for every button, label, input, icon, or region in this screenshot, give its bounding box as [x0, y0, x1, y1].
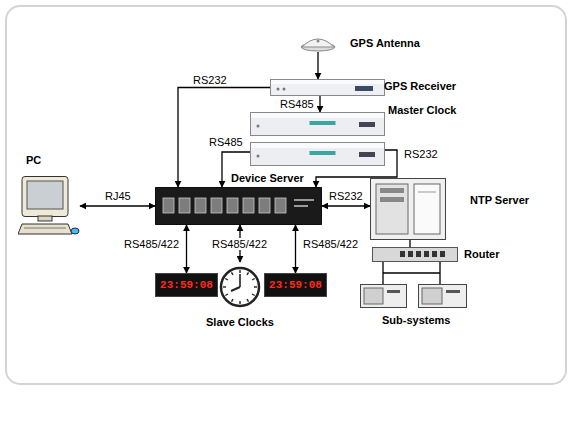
device-label: Sub-systems [382, 314, 450, 327]
master-clock-icon [250, 112, 385, 166]
interface-label: RS232 [403, 148, 439, 160]
interface-label: RS232 [192, 74, 228, 86]
interface-label: RS232 [328, 190, 364, 202]
receiver-icon [270, 79, 385, 96]
interface-label: RS485/422 [123, 238, 180, 250]
device-server-icon [155, 187, 322, 225]
device-server: Device Server [155, 187, 322, 225]
device-label: Master Clock [388, 104, 456, 117]
signal-link [322, 205, 370, 206]
device-label: Slave Clocks [206, 316, 274, 329]
signal-link [80, 205, 155, 206]
signal-link [295, 225, 296, 273]
device-label: NTP Server [470, 194, 529, 207]
device-label: Device Server [231, 172, 304, 185]
signal-link [409, 240, 410, 247]
ntp-server-icon [370, 178, 446, 240]
interface-label: RS485 [279, 98, 315, 110]
signal-link [186, 225, 187, 273]
device-label: GPS Receiver [384, 80, 456, 93]
router-wire [383, 272, 440, 273]
interface-label: RS485/422 [302, 238, 359, 250]
pc-icon [18, 176, 80, 238]
router: Router [372, 247, 458, 262]
ntp-server: NTP Server [370, 178, 446, 240]
subsystem-icon [358, 284, 470, 308]
signal-link [382, 262, 383, 284]
clock-reading: 23:59:08 [160, 279, 213, 292]
device-label: GPS Antenna [350, 37, 420, 50]
antenna: GPS Antenna [300, 36, 336, 52]
interface-label: RS485 [208, 136, 244, 148]
gps-receiver: GPS Receiver [270, 79, 385, 96]
antenna-icon [300, 36, 336, 52]
slave-clock-group: Slave Clocks23:59:0823:59:08 [150, 262, 330, 310]
router-icon [372, 247, 458, 262]
digital-clock: 23:59:08 [155, 273, 218, 297]
master-clock: Master Clock [250, 112, 385, 166]
digital-clock: 23:59:08 [264, 273, 327, 297]
clock-reading: 23:59:08 [269, 279, 322, 292]
signal-link [319, 96, 320, 112]
signal-link [317, 52, 318, 79]
device-label: Router [464, 248, 499, 261]
pc: PC [18, 176, 80, 238]
device-label: PC [26, 154, 41, 167]
sub-systems: Sub-systems [358, 284, 470, 308]
interface-label: RS485/422 [211, 238, 268, 250]
frame-border [6, 6, 566, 384]
interface-label: RJ45 [104, 190, 132, 202]
